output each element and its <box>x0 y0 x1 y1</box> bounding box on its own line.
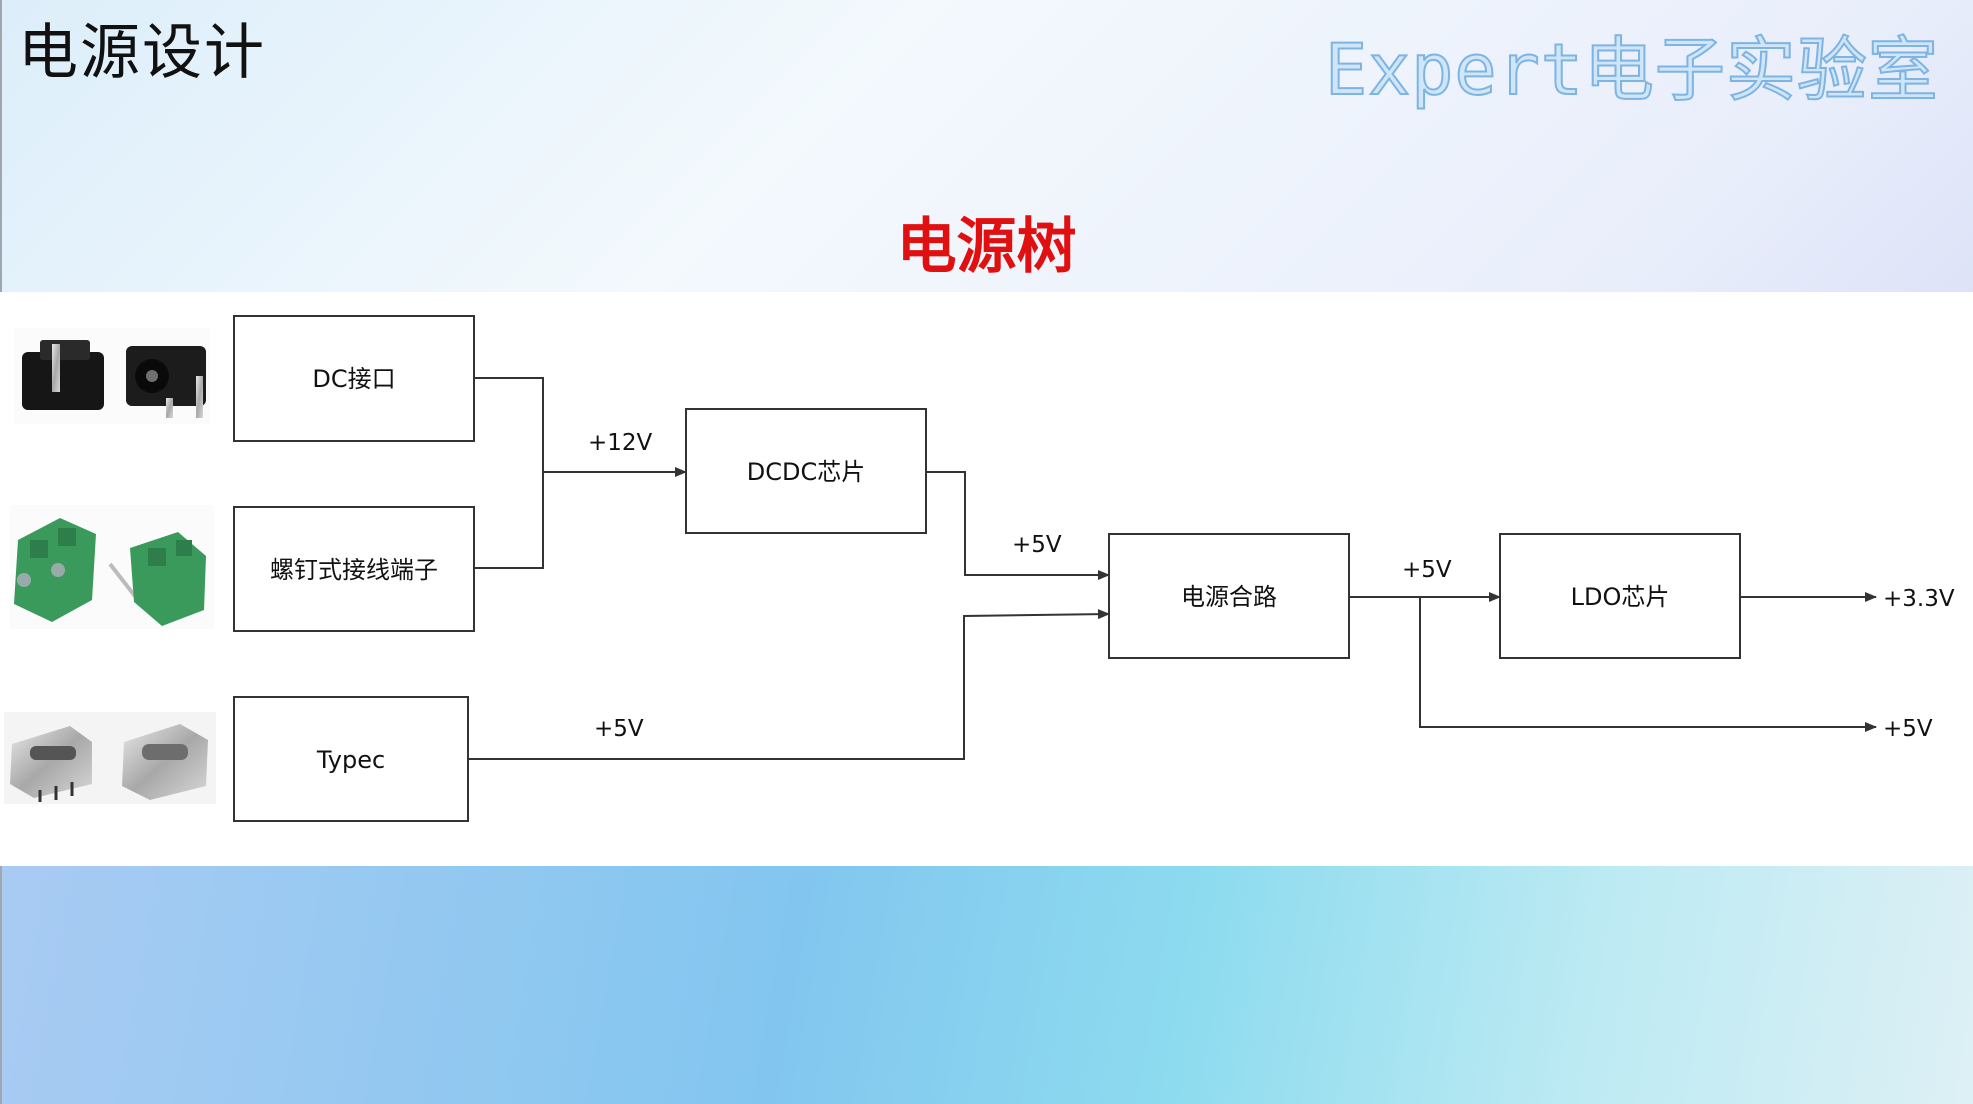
usb-typec-photo <box>4 712 216 804</box>
node-typec-label: Typec <box>316 746 385 774</box>
dc-jack-photo <box>14 328 210 424</box>
connectors <box>468 377 1877 760</box>
diagram-panel: DC接口 螺钉式接线端子 Typec DCDC芯片 电源合路 LDO芯片 <box>0 292 1973 866</box>
node-screw-terminal-label: 螺钉式接线端子 <box>270 556 438 584</box>
node-dc-jack-label: DC接口 <box>312 365 395 393</box>
screw-terminal-photo <box>10 505 214 629</box>
node-power-merge-label: 电源合路 <box>1181 583 1277 611</box>
power-tree-diagram: DC接口 螺钉式接线端子 Typec DCDC芯片 电源合路 LDO芯片 <box>4 315 1955 822</box>
edge-dcdc-to-merge <box>926 471 1110 580</box>
node-dc-jack: DC接口 <box>233 315 475 442</box>
edge-inputs-bus <box>474 377 544 569</box>
node-screw-terminal: 螺钉式接线端子 <box>233 506 475 632</box>
edge-bypass-out <box>1419 597 1877 732</box>
label-5v-output: +5V <box>1883 716 1933 742</box>
label-typec-5v: +5V <box>594 716 644 742</box>
node-ldo-label: LDO芯片 <box>1571 583 1670 611</box>
node-typec: Typec <box>233 696 469 822</box>
bottom-decor-band <box>0 866 1973 1104</box>
page-title: 电源设计 <box>18 18 266 88</box>
node-dcdc-label: DCDC芯片 <box>747 458 865 486</box>
label-dcdc-5v: +5V <box>1012 532 1062 558</box>
node-power-merge: 电源合路 <box>1108 533 1350 659</box>
diagram-title: 电源树 <box>896 212 1077 282</box>
label-3v3-output: +3.3V <box>1883 586 1955 612</box>
label-12v: +12V <box>588 430 653 456</box>
node-dcdc: DCDC芯片 <box>685 408 927 534</box>
edge-typec-to-merge <box>468 609 1110 760</box>
node-ldo: LDO芯片 <box>1499 533 1741 659</box>
watermark-logo: Expert电子实验室 <box>1324 28 1939 112</box>
label-merge-5v: +5V <box>1402 557 1452 583</box>
